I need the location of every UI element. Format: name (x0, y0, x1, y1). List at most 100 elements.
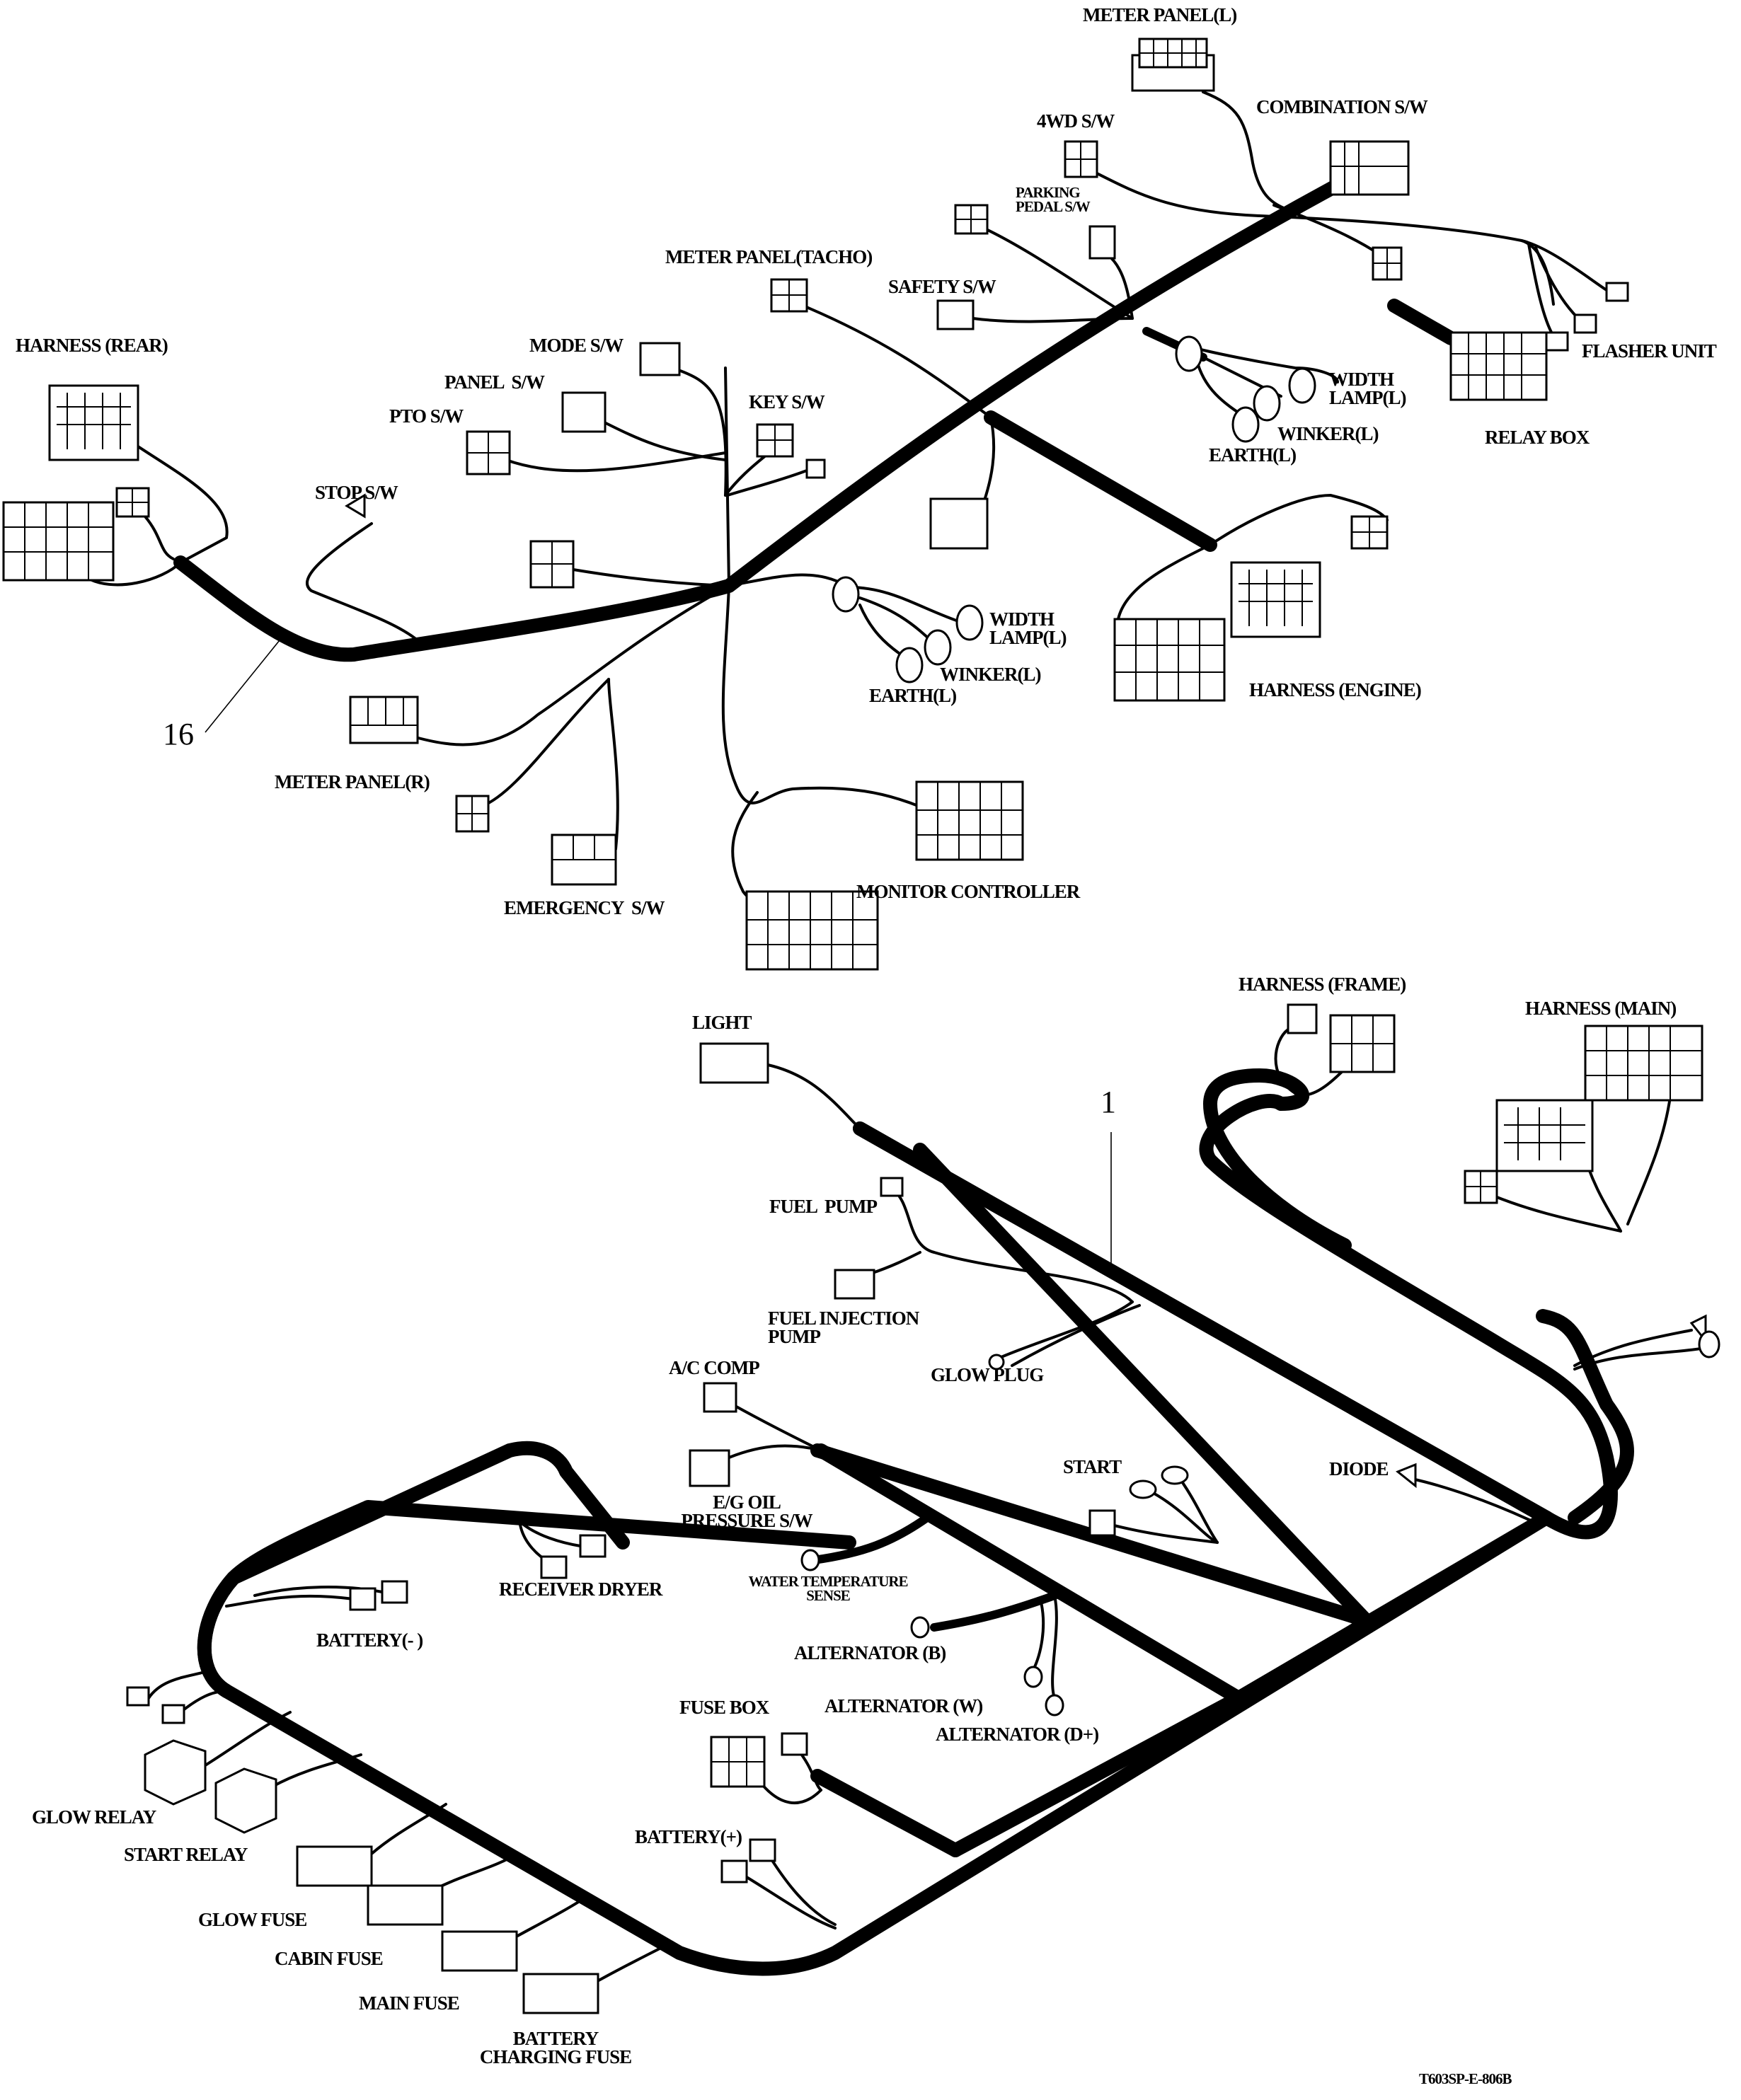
label-glow-fuse: GLOW FUSE (198, 1909, 307, 1930)
wire-top-small (979, 225, 1134, 320)
label-ac-comp: A/C COMP (669, 1357, 760, 1378)
connector-width-lamp-l-1 (1288, 367, 1316, 404)
wire-left-conn (572, 568, 730, 587)
label-alternator-w: ALTERNATOR (W) (824, 1695, 983, 1717)
wire-alt-d (1051, 1594, 1058, 1700)
connector-harness-main-small (1464, 1170, 1498, 1204)
connector-eg-oil-pressure-sw (689, 1449, 730, 1487)
label-eg-oil-pressure-sw: E/G OIL PRESSURE S/W (681, 1492, 812, 1531)
lower-cross-4 (810, 1769, 963, 1857)
connector-pto-sw (466, 430, 511, 475)
wire-key-small (726, 469, 808, 497)
label-fuel-pump: FUEL PUMP (769, 1196, 878, 1217)
label-earth-l-2: EARTH(L) (869, 685, 957, 706)
connector-start-2 (1129, 1479, 1157, 1499)
connector-meter-panel-l (1131, 38, 1215, 92)
label-stop-sw: STOP S/W (315, 482, 398, 503)
connector-right-lead-2 (1698, 1330, 1720, 1358)
label-harness-frame: HARNESS (FRAME) (1239, 974, 1406, 995)
wire-width-lamp-2c (858, 604, 907, 659)
label-main-fuse: MAIN FUSE (359, 1992, 460, 2014)
connector-harness-frame-small (1287, 1003, 1318, 1034)
connector-meter-panel-r (349, 696, 419, 744)
label-light: LIGHT (692, 1012, 752, 1033)
grommet-width-lamp-2 (832, 576, 860, 613)
label-width-lamp-l-2: WIDTH LAMP(L) (989, 608, 1067, 648)
connector-key-sw (756, 423, 794, 458)
wire-glow-plug (996, 1300, 1134, 1360)
connector-battery-minus-1 (349, 1587, 377, 1611)
wire-water-temp (810, 1513, 931, 1564)
wire-pto-sw (505, 451, 727, 473)
diagram-id: T603SP-E-806B (1419, 2070, 1512, 2087)
label-alternator-d: ALTERNATOR (D+) (936, 1724, 1099, 1745)
wire-safety (972, 317, 1134, 323)
wire-start-3 (1110, 1523, 1219, 1544)
wire-glow-fuse (370, 1803, 447, 1855)
label-key-sw: KEY S/W (749, 391, 825, 412)
connector-battery-plus-1 (749, 1838, 776, 1862)
wire-combination (1272, 204, 1381, 256)
label-panel-sw: PANEL S/W (444, 371, 545, 393)
label-flasher-unit: FLASHER UNIT (1582, 340, 1717, 362)
connector-glow-relay (144, 1739, 207, 1806)
label-winker-l-2: WINKER(L) (940, 664, 1042, 685)
connector-panel-sw (561, 391, 607, 433)
wire-glow-plug-2 (1011, 1304, 1141, 1367)
wire-battery-minus (225, 1594, 355, 1608)
wire-battery-plus-1 (766, 1852, 837, 1926)
wire-panel-sw (600, 420, 727, 461)
label-width-lamp-l-1: WIDTH LAMP(L) (1329, 369, 1406, 408)
connector-harness-main-1 (1495, 1099, 1594, 1172)
wire-center-conn (982, 416, 996, 504)
wire-diode (1410, 1477, 1534, 1523)
connector-meter-panel-tacho (770, 278, 808, 313)
connector-center-large (929, 497, 989, 550)
connector-rear-small (115, 487, 150, 518)
connector-relay-box (1449, 331, 1548, 401)
connector-width-lamp-l-2 (955, 604, 984, 641)
label-earth-l-1: EARTH(L) (1209, 444, 1297, 466)
callout-1: 1 (1101, 1085, 1116, 1119)
connector-parking-pedal-sw (1088, 225, 1116, 260)
connector-winker-l-2 (924, 629, 952, 666)
wire-engine-top (1209, 494, 1389, 546)
wire-flasher-3 (1527, 243, 1555, 338)
wire-width-lamp-1 (1188, 345, 1339, 383)
label-battery-minus: BATTERY(- ) (316, 1629, 423, 1651)
label-combination-sw: COMBINATION S/W (1256, 96, 1428, 117)
connector-earth-l-2 (895, 647, 924, 683)
connector-left-small-1 (126, 1686, 150, 1707)
label-mode-sw: MODE S/W (529, 335, 624, 356)
wire-fuse-box (759, 1782, 822, 1804)
connector-light (699, 1042, 769, 1084)
wire-receiver-1 (522, 1523, 582, 1547)
connector-mode-sw (639, 342, 681, 376)
wire-start-2 (1145, 1488, 1219, 1544)
wire-harness-rear-left (84, 561, 182, 587)
lower-cross-3 (814, 1443, 1246, 1705)
label-harness-rear: HARNESS (REAR) (16, 335, 168, 356)
wire-alt-w (1032, 1598, 1045, 1671)
connector-right-small (1372, 246, 1403, 281)
connector-harness-rear-left (2, 501, 115, 582)
connector-fuse-box-small (781, 1732, 808, 1756)
wire-rear-small (144, 515, 175, 560)
connector-water-temperature (800, 1549, 820, 1571)
upper-engine-branch (984, 410, 1217, 552)
connector-safety-sw (936, 299, 975, 330)
wire-flasher-2 (1534, 246, 1580, 320)
wire-flasher-1 (1520, 239, 1608, 292)
label-harness-engine: HARNESS (ENGINE) (1249, 679, 1422, 700)
label-pto-sw: PTO S/W (389, 405, 464, 427)
label-diode: DIODE (1329, 1458, 1389, 1479)
connector-receiver-dryer-2 (540, 1555, 568, 1579)
wire-stop-sw (306, 522, 419, 642)
connector-small-top (954, 204, 989, 235)
wire-left-small-2 (179, 1690, 228, 1714)
wire-meter-r-small (480, 678, 610, 808)
wire-width-lamp-2b (858, 596, 936, 645)
connector-cabin-fuse (367, 1884, 444, 1926)
upper-main-trunk (173, 163, 1373, 662)
